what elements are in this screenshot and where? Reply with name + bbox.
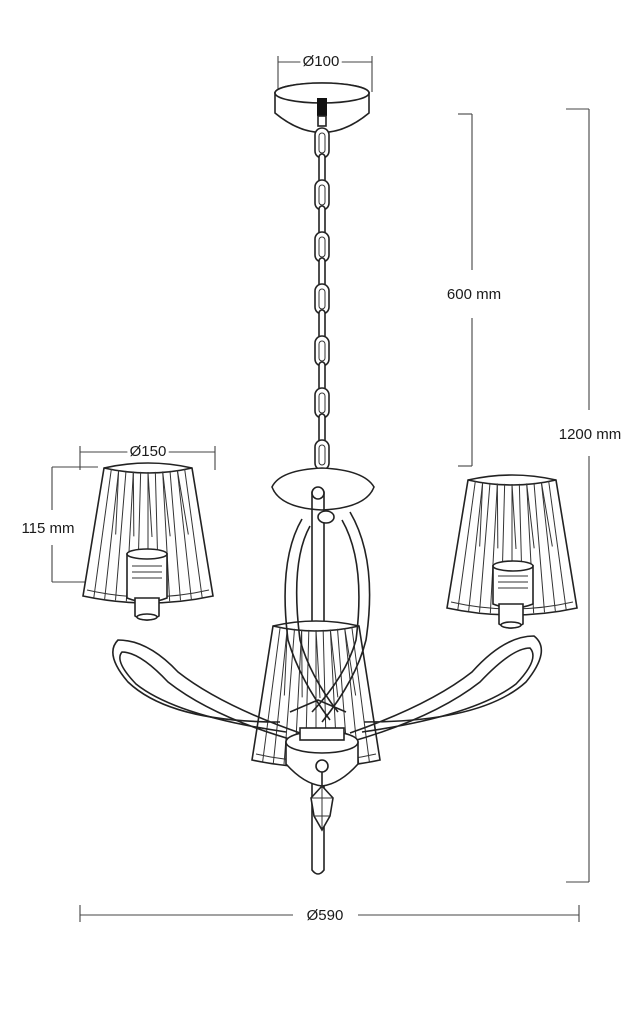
shade-diameter-dimension: Ø150 [79, 440, 216, 470]
shade-rib [262, 626, 281, 762]
right-candle-holder [492, 560, 534, 629]
total-height-dimension: 1200 mm [559, 108, 622, 883]
chain-link-inner [318, 340, 326, 362]
shade-pleat [162, 471, 171, 537]
ceiling-canopy [274, 82, 370, 134]
arms [112, 511, 543, 743]
shade-rib [540, 481, 556, 612]
overall-diameter-dimension: Ø590 [79, 905, 580, 924]
shade-rib [548, 480, 567, 610]
shade-pleat [540, 481, 553, 547]
shade-rib [457, 480, 476, 610]
central-rod [311, 486, 335, 875]
shade-pleat [147, 471, 153, 538]
crystal-pendant [310, 772, 334, 832]
shade-rib [104, 469, 120, 600]
total-height-label: 1200 mm [559, 426, 622, 443]
left-candle-holder [126, 548, 168, 621]
shade-pleat [329, 629, 339, 698]
shade-pleat [176, 469, 189, 535]
chain-link-inner [318, 392, 326, 414]
chain-length-dimension: 600 mm [447, 113, 501, 467]
shade-rib [169, 470, 181, 601]
center-shade [251, 620, 381, 768]
shade-pleat [496, 483, 499, 549]
shade-diameter-label: Ø150 [130, 443, 167, 460]
shade-rib [468, 481, 484, 612]
shade-pleat [315, 629, 321, 699]
shade-height-dimension: 115 mm [17, 466, 98, 583]
shade-rib [489, 483, 498, 614]
shade-pleat [283, 627, 288, 696]
left-shade [82, 462, 214, 604]
chain [314, 127, 330, 471]
chain-link-inner [318, 288, 326, 310]
chain-link-inner [318, 184, 326, 206]
shade-rib [176, 469, 192, 600]
shade-rib [272, 627, 288, 764]
shade-pleat [115, 469, 120, 535]
shade-pleat [479, 481, 484, 547]
chain-link-inner [318, 444, 326, 466]
shade-pleat [132, 471, 135, 537]
canopy-diameter-dimension: Ø100 [277, 50, 373, 92]
shade-rib [162, 471, 171, 602]
shade-rib [479, 482, 491, 613]
chain-link-inner [318, 132, 326, 154]
overall-diameter-label: Ø590 [307, 907, 344, 924]
shade-height-label: 115 mm [21, 520, 74, 537]
chain-length-label: 600 mm [447, 286, 501, 303]
shade-rib [115, 470, 127, 601]
chain-link-inner [318, 236, 326, 258]
shade-pleat [526, 483, 535, 549]
shade-rib [184, 468, 203, 598]
shade-pleat [344, 627, 357, 696]
shade-rib [351, 626, 370, 762]
canopy-diameter-label: Ø100 [303, 53, 340, 70]
shade-pleat [301, 629, 303, 698]
shade-rib [93, 468, 112, 598]
shade-pleat [511, 483, 517, 550]
center-hub [285, 727, 359, 787]
shade-rib [533, 482, 545, 613]
